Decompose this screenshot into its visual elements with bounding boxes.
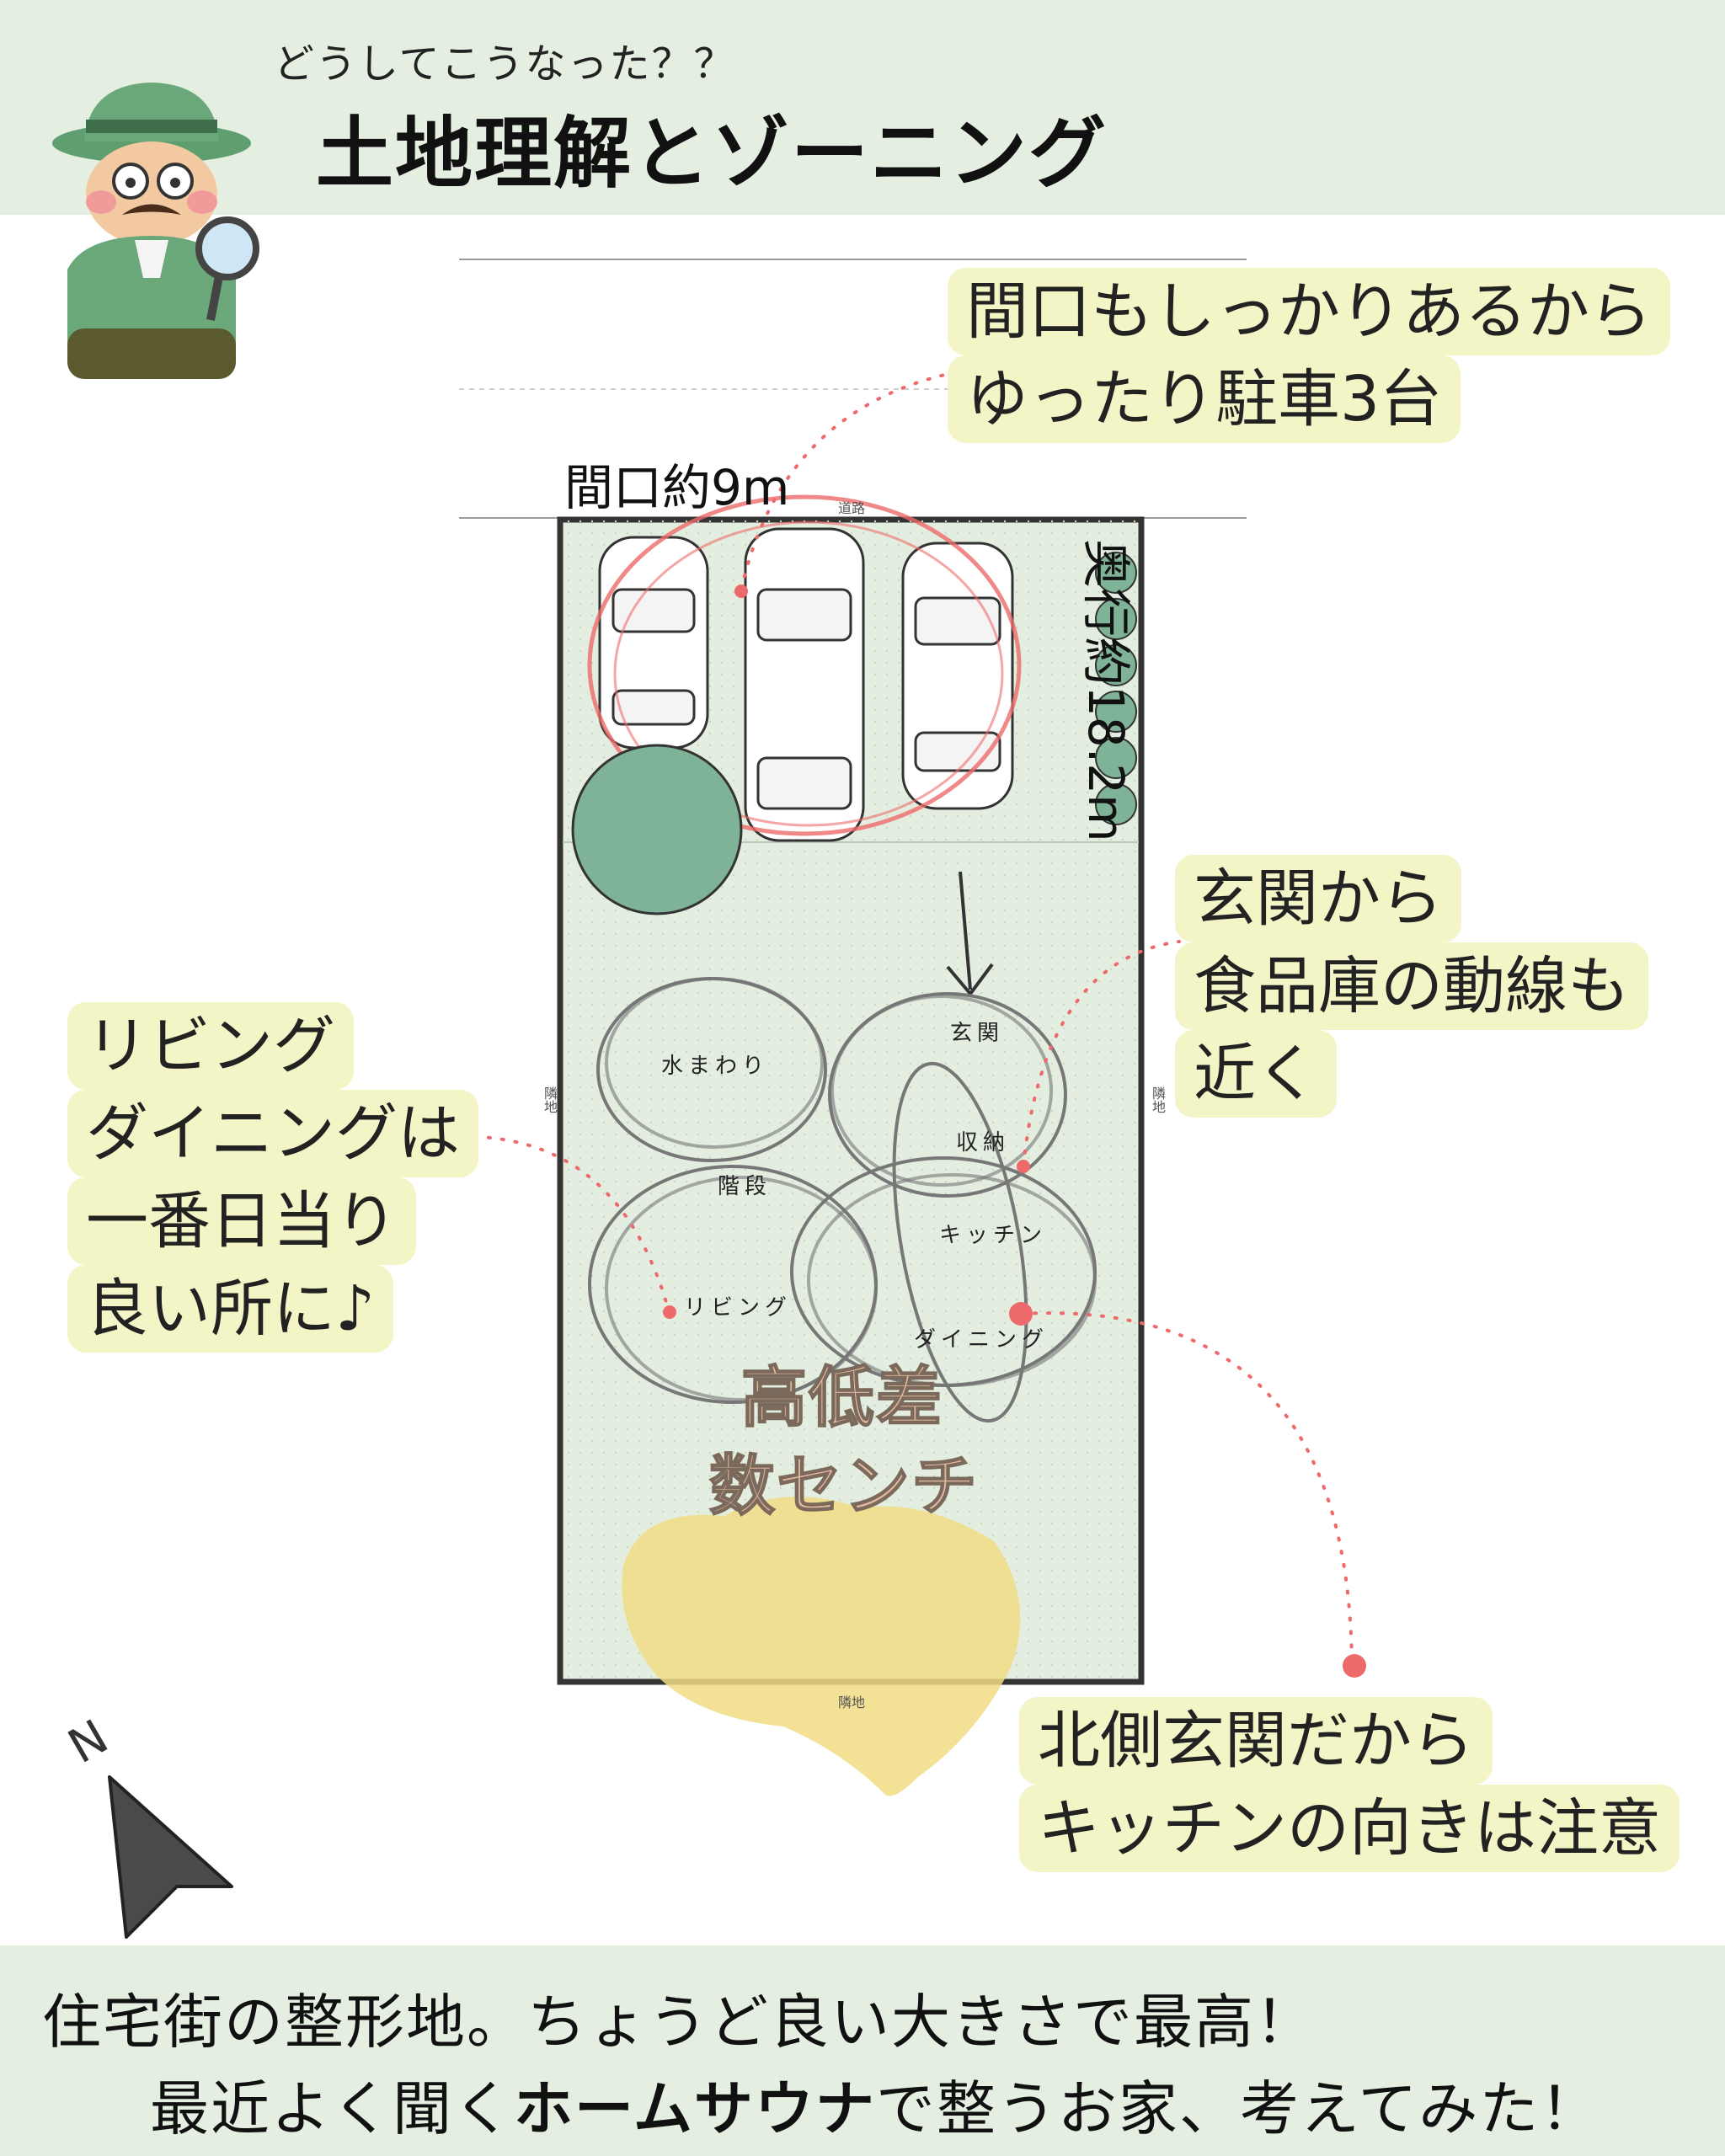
header-subtitle: どうしてこうなった？？	[274, 40, 736, 88]
room-label-kitchen: キッチン	[939, 1223, 1048, 1248]
room-label-living: リビング	[684, 1295, 793, 1321]
compass-arrow-icon	[108, 1775, 233, 1939]
dining-marker	[1009, 1302, 1033, 1326]
neighbor-label: 隣地	[838, 1694, 866, 1710]
leader-line-north	[1019, 1311, 1354, 1665]
room-label-storage: 収納	[956, 1130, 1011, 1155]
depth-label: 奥行約18.2m	[1077, 539, 1135, 842]
callout-entrance-line1: 玄関から	[1175, 855, 1461, 942]
room-label-dining: ダイニング	[914, 1327, 1049, 1353]
footer-line2-post: で整うお家、考えてみた！	[875, 2074, 1601, 2143]
frontage-label: 間口約9m	[564, 459, 790, 516]
room-label-water: 水まわり	[661, 1054, 770, 1079]
callout-north-line1: 北側玄関だから	[1019, 1697, 1493, 1785]
callout-living-line1: リビング	[67, 1002, 354, 1090]
footer-line2-pre: 最近よく聞く	[150, 2074, 514, 2143]
room-label-stairs: 階段	[718, 1174, 772, 1199]
callout-entrance-line3: 近く	[1175, 1030, 1337, 1118]
callout-living-line3: 一番日当り	[67, 1177, 416, 1265]
header-band	[0, 0, 1725, 215]
sunlight-area	[622, 1497, 1021, 1796]
side-right-label: 隣地	[1150, 1086, 1166, 1113]
road-label: 道路	[838, 500, 866, 516]
page-title: 土地理解とゾーニング	[316, 109, 1108, 199]
callout-living-line4: 良い所に♪	[67, 1265, 394, 1353]
callout-north: 北側玄関だから キッチンの向きは注意	[1019, 1697, 1680, 1872]
approach-arrow	[946, 871, 994, 997]
hedge	[1095, 552, 1137, 825]
tree	[571, 744, 743, 915]
footer-band	[0, 1945, 1725, 2156]
car	[598, 536, 709, 750]
callout-entrance-line2: 食品庫の動線も	[1175, 942, 1648, 1030]
zone-entrance	[828, 992, 1067, 1198]
leader-line-living	[478, 1135, 671, 1315]
side-left-label: 隣地	[542, 1086, 558, 1113]
callout-parking-line2: ゆったり駐車3台	[948, 355, 1461, 443]
callout-entrance: 玄関から 食品庫の動線も 近く	[1175, 855, 1648, 1118]
leader-line-parking	[740, 369, 966, 591]
parking-highlight-circle	[587, 494, 1022, 836]
zone-storage-kitchen	[892, 1061, 1028, 1423]
room-label-entrance: 玄関	[950, 1021, 1005, 1046]
footer-line2: 最近よく聞くホームサウナで整うお家、考えてみた！	[150, 2062, 1600, 2147]
car	[901, 542, 1014, 810]
site-zoning-diagram	[459, 259, 1366, 1796]
callout-living-line2: ダイニングは	[67, 1090, 478, 1177]
footer-line1: 住宅街の整形地。ちょうど良い大きさで最高！	[42, 1988, 1316, 2057]
callout-living: リビング ダイニングは 一番日当り 良い所に♪	[67, 1002, 478, 1353]
elevation-note-line1: 高低差	[740, 1359, 944, 1437]
car	[744, 527, 865, 842]
callout-parking-line1: 間口もしっかりあるから	[948, 268, 1670, 355]
footer-line2-strong: ホームサウナ	[514, 2074, 876, 2143]
callout-north-line2: キッチンの向きは注意	[1019, 1785, 1680, 1872]
detective-mascot-illustration	[52, 83, 259, 379]
elevation-note-line2: 数センチ	[708, 1448, 980, 1525]
callout-parking: 間口もしっかりあるから ゆったり駐車3台	[948, 268, 1670, 443]
